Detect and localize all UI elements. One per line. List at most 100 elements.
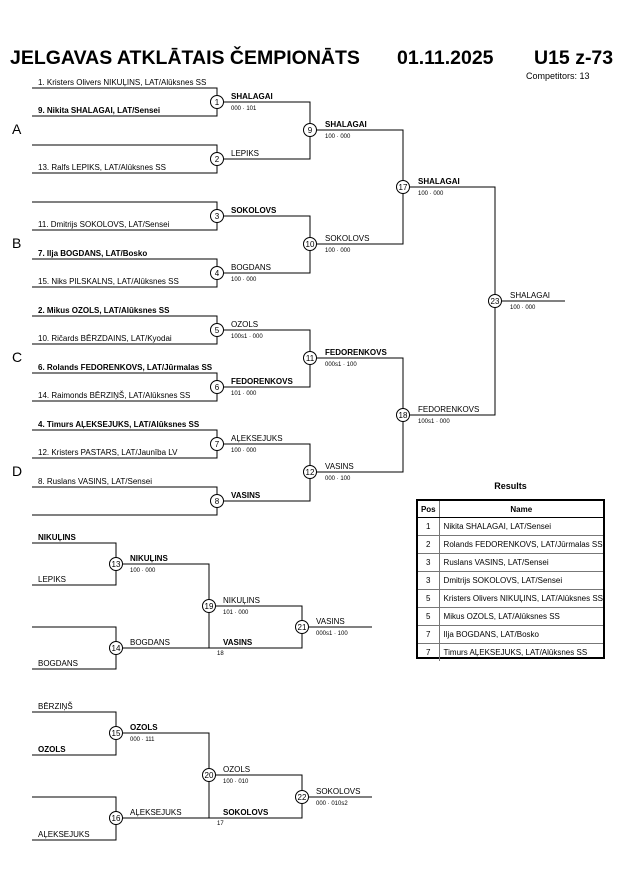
match-number-circle	[210, 95, 224, 109]
match-score: 100 · 000	[231, 448, 257, 454]
match-number-circle	[109, 557, 123, 571]
match-winner: VASINS	[325, 462, 354, 471]
match-winner: AĻEKSEJUKS	[231, 434, 283, 443]
semifinal-loser: VASINS	[223, 638, 253, 647]
entry-sokolovs: 11. Dmitrijs SOKOLOVS, LAT/Sensei	[38, 220, 170, 229]
match-winner: OZOLS	[130, 723, 158, 732]
match-score: 100 · 000	[130, 568, 156, 574]
repechage-entry: BĒRZIŅŠ	[38, 702, 73, 711]
entry-bogdans: 7. Ilja BOGDANS, LAT/Bosko	[38, 249, 147, 258]
match-number-circle	[210, 437, 224, 451]
entry-berzins: 14. Raimonds BĒRZIŅŠ, LAT/Alūksnes SS	[38, 391, 190, 400]
match-score: 101 · 000	[223, 610, 249, 616]
repechage-entry: AĻEKSEJUKS	[38, 830, 90, 839]
event-date: 01.11.2025	[397, 47, 494, 69]
match-number: 12	[306, 468, 315, 477]
final-winner: SHALAGAI	[510, 291, 550, 300]
match-winner: BOGDANS	[231, 263, 271, 272]
match-winner: SOKOLOVS	[325, 234, 369, 243]
match-number: 17	[399, 183, 408, 192]
match-score: 100s1 · 000	[418, 419, 450, 425]
table-row: 7 Ilja BOGDANS, LAT/Bosko	[418, 625, 603, 644]
result-name: Dmitrijs SOKOLOVS, LAT/Sensei	[439, 571, 603, 590]
match-winner: AĻEKSEJUKS	[130, 808, 182, 817]
entry-vasins: 8. Ruslans VASINS, LAT/Sensei	[38, 477, 152, 486]
final-score: 100 · 000	[510, 305, 536, 311]
match-number-circle	[109, 641, 123, 655]
match-number: 19	[205, 602, 214, 611]
match-number: 16	[112, 814, 121, 823]
match-number-circle	[303, 237, 317, 251]
match-number-circle	[295, 790, 309, 804]
result-pos: 2	[418, 535, 440, 554]
match-number-circle	[396, 180, 410, 194]
repechage-entry: LEPIKS	[38, 575, 66, 584]
match-number: 6	[215, 383, 220, 392]
match-winner: SOKOLOVS	[231, 206, 277, 215]
group-label-c: C	[12, 349, 22, 365]
table-row: 3 Dmitrijs SOKOLOVS, LAT/Sensei	[418, 571, 603, 590]
match-winner: NIKUĻINS	[130, 554, 168, 563]
match-number: 13	[112, 560, 121, 569]
match-winner: FEDORENKOVS	[231, 377, 293, 386]
match-number: 5	[215, 326, 220, 335]
match-score: 000 · 111	[130, 737, 155, 743]
result-name: Kristers Olivers NIKUĻINS, LAT/Alūksnes …	[439, 589, 603, 608]
match-score: 000 · 100	[325, 476, 351, 482]
results-table: Pos Name 1 Nikita SHALAGAI, LAT/Sensei 2…	[416, 499, 605, 661]
match-number-circle	[303, 465, 317, 479]
match-score: 101 · 000	[231, 391, 257, 397]
match-number-circle	[396, 408, 410, 422]
match-number: 22	[298, 793, 307, 802]
match-number-circle	[303, 123, 317, 137]
repechage-entry: BOGDANS	[38, 659, 78, 668]
entry-fedorenkovs: 6. Rolands FEDORENKOVS, LAT/Jūrmalas SS	[38, 363, 213, 372]
results-header-name: Name	[439, 501, 603, 518]
entry-pastars: 12. Kristers PASTARS, LAT/Jaunība LV	[38, 448, 178, 457]
event-title: JELGAVAS ATKLĀTAIS ČEMPIONĀTS	[10, 45, 360, 69]
match-score: 100 · 000	[325, 134, 351, 140]
result-name: Timurs AĻEKSEJUKS, LAT/Alūksnes SS	[439, 643, 603, 661]
result-name: Rolands FEDORENKOVS, LAT/Jūrmalas SS	[439, 535, 603, 554]
table-row: 1 Nikita SHALAGAI, LAT/Sensei	[418, 517, 603, 536]
repechage-entry: NIKUĻINS	[38, 533, 76, 542]
result-name: Ruslans VASINS, LAT/Sensei	[439, 553, 603, 572]
table-row: 2 Rolands FEDORENKOVS, LAT/Jūrmalas SS	[418, 535, 603, 554]
result-pos: 5	[418, 607, 440, 626]
result-pos: 1	[418, 517, 440, 536]
match-number-circle	[303, 351, 317, 365]
table-row: 7 Timurs AĻEKSEJUKS, LAT/Alūksnes SS	[418, 643, 603, 661]
entry-lepiks: 13. Ralfs LEPIKS, LAT/Alūksnes SS	[38, 163, 166, 172]
match-number-circle	[202, 768, 216, 782]
match-winner: FEDORENKOVS	[325, 348, 387, 357]
match-number-circle	[109, 726, 123, 740]
match-winner: OZOLS	[223, 765, 250, 774]
entry-pilskalns: 15. Niks PILSKALNS, LAT/Alūksnes SS	[38, 277, 179, 286]
loser-from-match: 18	[217, 651, 224, 657]
match-number-circle	[488, 294, 502, 308]
match-winner: SHALAGAI	[418, 177, 460, 186]
entry-nikulins: 1. Kristers Olivers NIKUĻINS, LAT/Alūksn…	[38, 78, 206, 87]
match-number: 23	[491, 297, 500, 306]
weight-category: U15 z-73	[534, 47, 613, 69]
match-number-circle	[210, 380, 224, 394]
result-pos: 7	[418, 643, 440, 661]
result-name: Nikita SHALAGAI, LAT/Sensei	[439, 517, 603, 536]
group-label-a: A	[12, 121, 22, 137]
match-number: 9	[308, 126, 313, 135]
bronze-winner: SOKOLOVS	[316, 787, 360, 796]
competitor-count: Competitors: 13	[526, 71, 590, 81]
match-number: 1	[215, 98, 220, 107]
match-winner: VASINS	[231, 491, 261, 500]
group-label-d: D	[12, 463, 22, 479]
match-score: 000 · 101	[231, 106, 257, 112]
match-number: 4	[215, 269, 220, 278]
entry-aleksejuks: 4. Timurs AĻEKSEJUKS, LAT/Alūksnes SS	[38, 420, 200, 429]
match-winner: FEDORENKOVS	[418, 405, 479, 414]
match-number: 10	[306, 240, 315, 249]
match-winner: BOGDANS	[130, 638, 170, 647]
match-number: 18	[399, 411, 408, 420]
bronze-score: 000 · 010s2	[316, 801, 348, 807]
results-title: Results	[494, 481, 527, 491]
